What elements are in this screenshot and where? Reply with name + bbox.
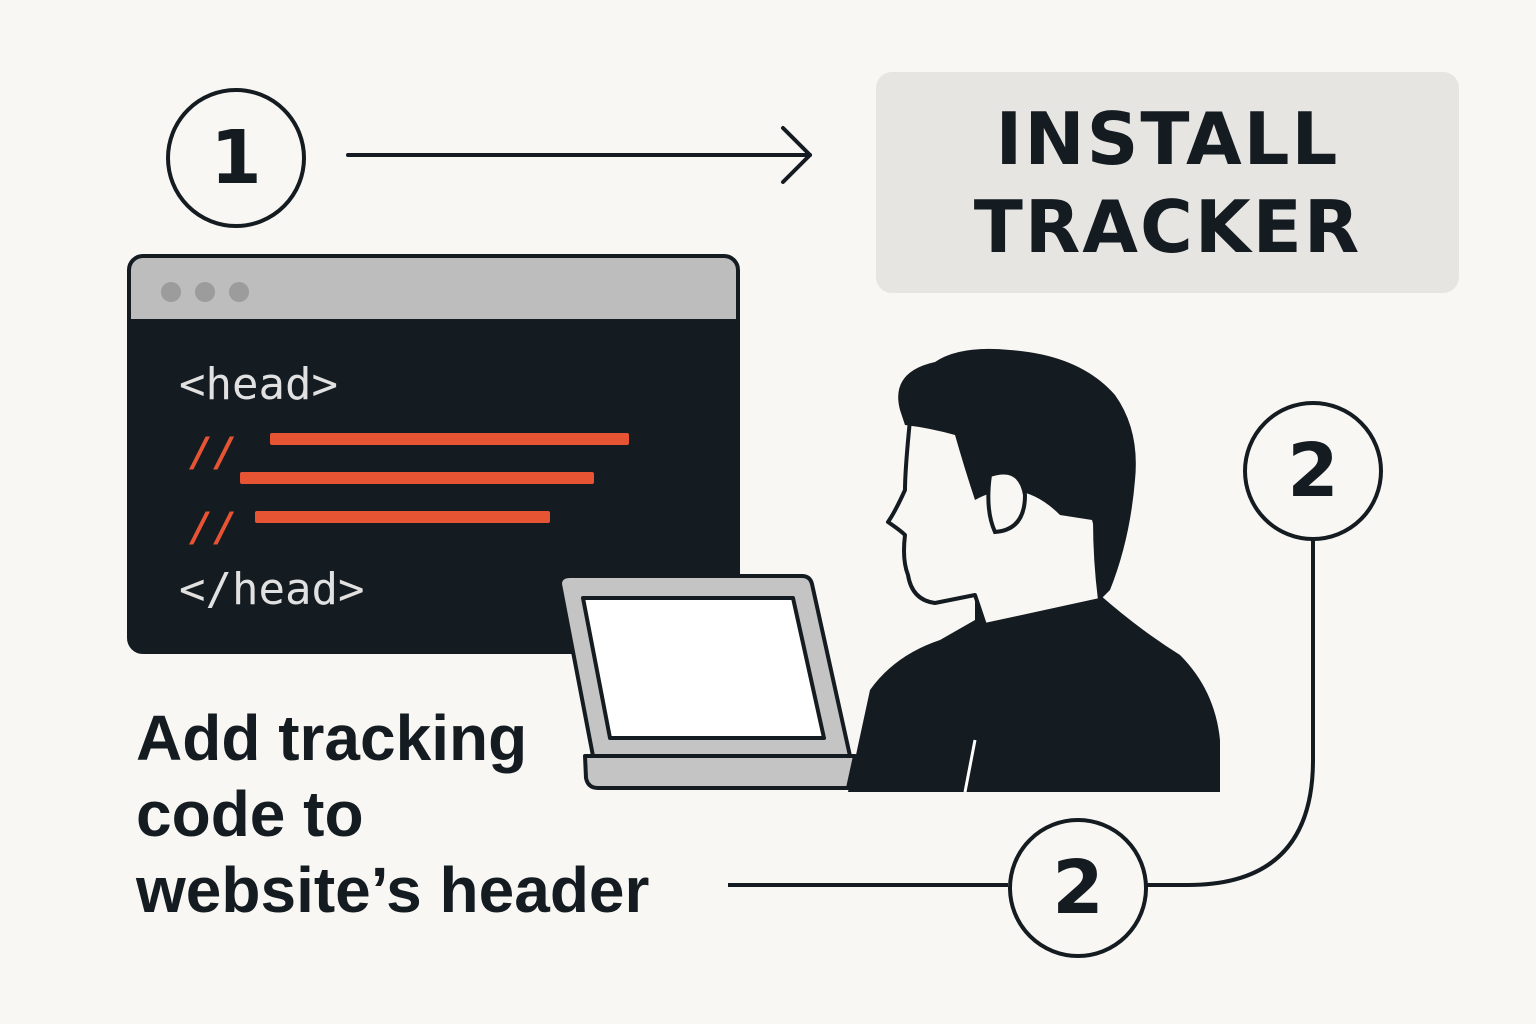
- person-torso: [848, 595, 1220, 792]
- window-dot-3: [229, 282, 249, 302]
- browser-window-icon: <head> // // </head>: [127, 254, 740, 654]
- caption-text: Add tracking code to website’s header: [136, 700, 649, 928]
- window-titlebar: [131, 258, 736, 319]
- caption-line2: code to: [136, 778, 364, 850]
- torso-fold-line: [963, 739, 977, 793]
- code-line-bar-3: [255, 511, 550, 523]
- step-2-number-bottom: 2: [1052, 845, 1104, 931]
- install-tracker-box: INSTALL TRACKER: [876, 72, 1459, 293]
- person-at-laptop-icon: [558, 348, 1220, 793]
- connector-step2-curve: [1147, 540, 1315, 887]
- arrow-right-icon: [346, 126, 812, 184]
- code-open-head-tag: <head>: [179, 359, 338, 410]
- laptop-base: [583, 754, 857, 790]
- step-2-circle: 2: [1243, 401, 1383, 541]
- code-line-bar-2: [240, 472, 594, 484]
- person-ear: [986, 470, 1028, 535]
- code-comment-marker-1: //: [189, 430, 238, 476]
- step-2-number: 2: [1287, 428, 1339, 514]
- code-line-bar-1: [270, 433, 629, 445]
- code-comment-marker-2: //: [189, 505, 238, 551]
- window-dot-1: [161, 282, 181, 302]
- step-1-number: 1: [210, 115, 262, 201]
- install-box-line1: INSTALL: [995, 96, 1340, 181]
- caption-line3: website’s header: [136, 854, 650, 926]
- install-box-line2: TRACKER: [973, 184, 1362, 269]
- step-2-circle-bottom: 2: [1008, 818, 1148, 958]
- window-dot-2: [195, 282, 215, 302]
- step-1-circle: 1: [166, 88, 306, 228]
- caption-line1: Add tracking: [136, 702, 528, 774]
- code-close-head-tag: </head>: [179, 564, 365, 615]
- person-hair: [898, 348, 1136, 600]
- laptop-display: [581, 596, 826, 740]
